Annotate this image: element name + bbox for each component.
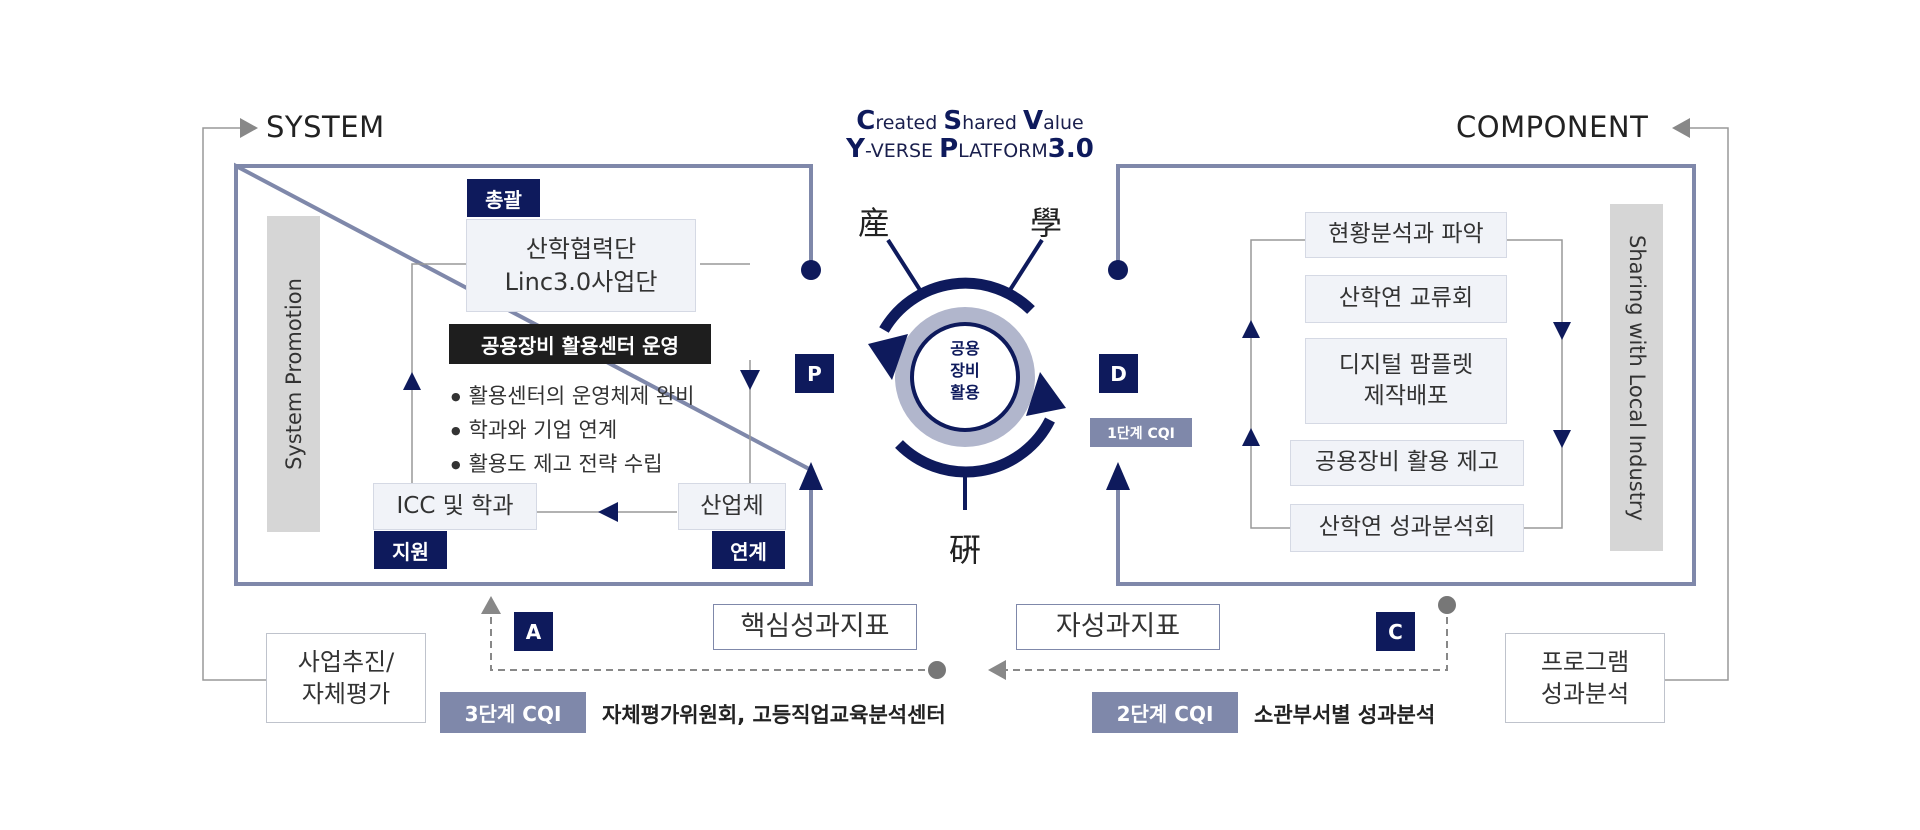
left-inner-arrow-left: [598, 502, 618, 522]
univ-coop-box: 산학협력단 Linc3.0사업단: [466, 219, 696, 312]
component-heading: COMPONENT: [1456, 110, 1649, 144]
left-frame-arrow: [799, 462, 823, 490]
right-frame-arrow: [1106, 462, 1130, 490]
c-badge: C: [1376, 612, 1415, 651]
right-inner-arrow-up-2: [1242, 428, 1260, 446]
link-badge: 연계: [712, 531, 785, 569]
general-badge: 총괄: [467, 179, 540, 217]
center-operation-title: 공용장비 활용센터 운영: [449, 324, 711, 364]
a-badge: A: [514, 612, 553, 651]
sharing-label: Sharing with Local Industry: [1624, 234, 1649, 521]
system-heading: SYSTEM: [266, 110, 385, 144]
core-kpi-box: 핵심성과지표: [713, 604, 917, 650]
self-kpi-box: 자성과지표: [1016, 604, 1220, 650]
bullet-item: 활용도 제고 전략 수립: [451, 449, 694, 483]
outer-loop-left: [202, 127, 266, 681]
left-frame-dot: [801, 260, 821, 280]
cqi3-description: 자체평가위원회, 고등직업교육분석센터: [602, 703, 946, 727]
dashed-feedback-right-arrow: [988, 660, 1006, 680]
csv-title: Created Shared Value Y-VERSE PLATFORM3.0: [846, 106, 1094, 164]
dashed-feedback-left-arrow: [481, 596, 501, 614]
right-inner-arrow-down-2: [1553, 430, 1571, 448]
d-badge: D: [1099, 354, 1138, 393]
operation-bullets: 활용센터의 운영체제 완비 학과와 기업 연계 활용도 제고 전략 수립: [451, 381, 695, 483]
outer-loop-left-arrow: [240, 118, 258, 138]
hanja-research: 硏: [949, 531, 982, 569]
left-inner-arrow-up: [403, 372, 421, 390]
sharing-bar: Sharing with Local Industry: [1610, 204, 1663, 551]
right-item-result-meeting: 산학연 성과분석회: [1290, 504, 1524, 552]
hanja-industry: 産: [858, 204, 891, 242]
right-item-utilization: 공용장비 활용 제고: [1290, 440, 1524, 486]
right-frame: [1116, 164, 1696, 586]
dashed-feedback-right: [1000, 605, 1448, 671]
univ-coop-line1: 산학협력단: [525, 235, 637, 264]
outer-loop-right: [1663, 127, 1729, 681]
hanja-academy: 學: [1030, 204, 1063, 242]
right-inner-arrow-up-1: [1242, 320, 1260, 338]
right-item-pamphlet: 디지털 팜플렛 제작배포: [1305, 338, 1507, 424]
left-inner-arrow-down: [740, 370, 760, 390]
support-badge: 지원: [374, 531, 447, 569]
system-promotion-bar: System Promotion: [267, 216, 320, 532]
dashed-feedback-left: [490, 612, 937, 671]
center-cycle: [868, 238, 1066, 510]
bullet-item: 활용센터의 운영체제 완비: [451, 381, 695, 415]
right-item-analysis: 현황분석과 파악: [1305, 212, 1507, 258]
cqi2-badge: 2단계 CQI: [1092, 692, 1238, 733]
program-analysis-box: 프로그램 성과분석: [1505, 633, 1665, 723]
cqi2-description: 소관부서별 성과분석: [1254, 703, 1436, 727]
right-inner-loop: [1250, 239, 1563, 529]
system-promotion-label: System Promotion: [281, 278, 306, 470]
right-frame-dot: [1108, 260, 1128, 280]
cqi3-badge: 3단계 CQI: [440, 692, 586, 733]
icc-box: ICC 및 학과: [373, 483, 537, 530]
core-label: 공용 장비 활용: [950, 339, 980, 402]
cqi1-badge: 1단계 CQI: [1090, 418, 1192, 447]
outer-loop-right-arrow: [1672, 118, 1690, 138]
right-inner-arrow-down-1: [1553, 322, 1571, 340]
bullet-item: 학과와 기업 연계: [451, 415, 694, 449]
right-item-exchange: 산학연 교류회: [1305, 275, 1507, 323]
univ-coop-line2: Linc3.0사업단: [504, 267, 658, 296]
self-eval-box: 사업추진/ 자체평가: [266, 633, 426, 723]
left-frame: [234, 162, 813, 586]
industry-box: 산업체: [678, 483, 786, 530]
p-badge: P: [795, 354, 834, 393]
